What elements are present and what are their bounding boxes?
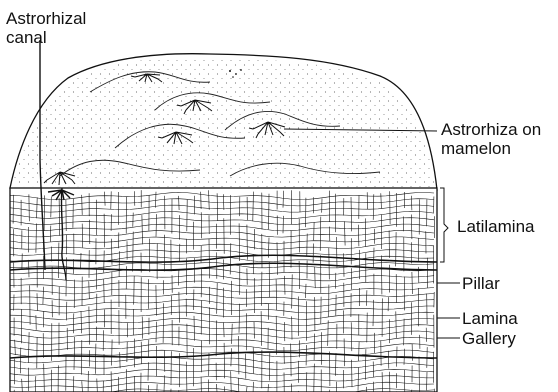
label-pillar: Pillar	[462, 275, 500, 293]
label-astrorhizal-canal-line1: Astrorhizal	[6, 10, 86, 28]
label-astrorhiza-line2: mamelon	[441, 140, 511, 158]
label-astrorhizal-canal-line2: canal	[6, 29, 47, 47]
label-gallery: Gallery	[462, 330, 516, 348]
label-lamina: Lamina	[462, 310, 518, 328]
label-latilamina: Latilamina	[457, 218, 535, 236]
label-astrorhiza-line1: Astrorhiza on	[441, 121, 541, 139]
